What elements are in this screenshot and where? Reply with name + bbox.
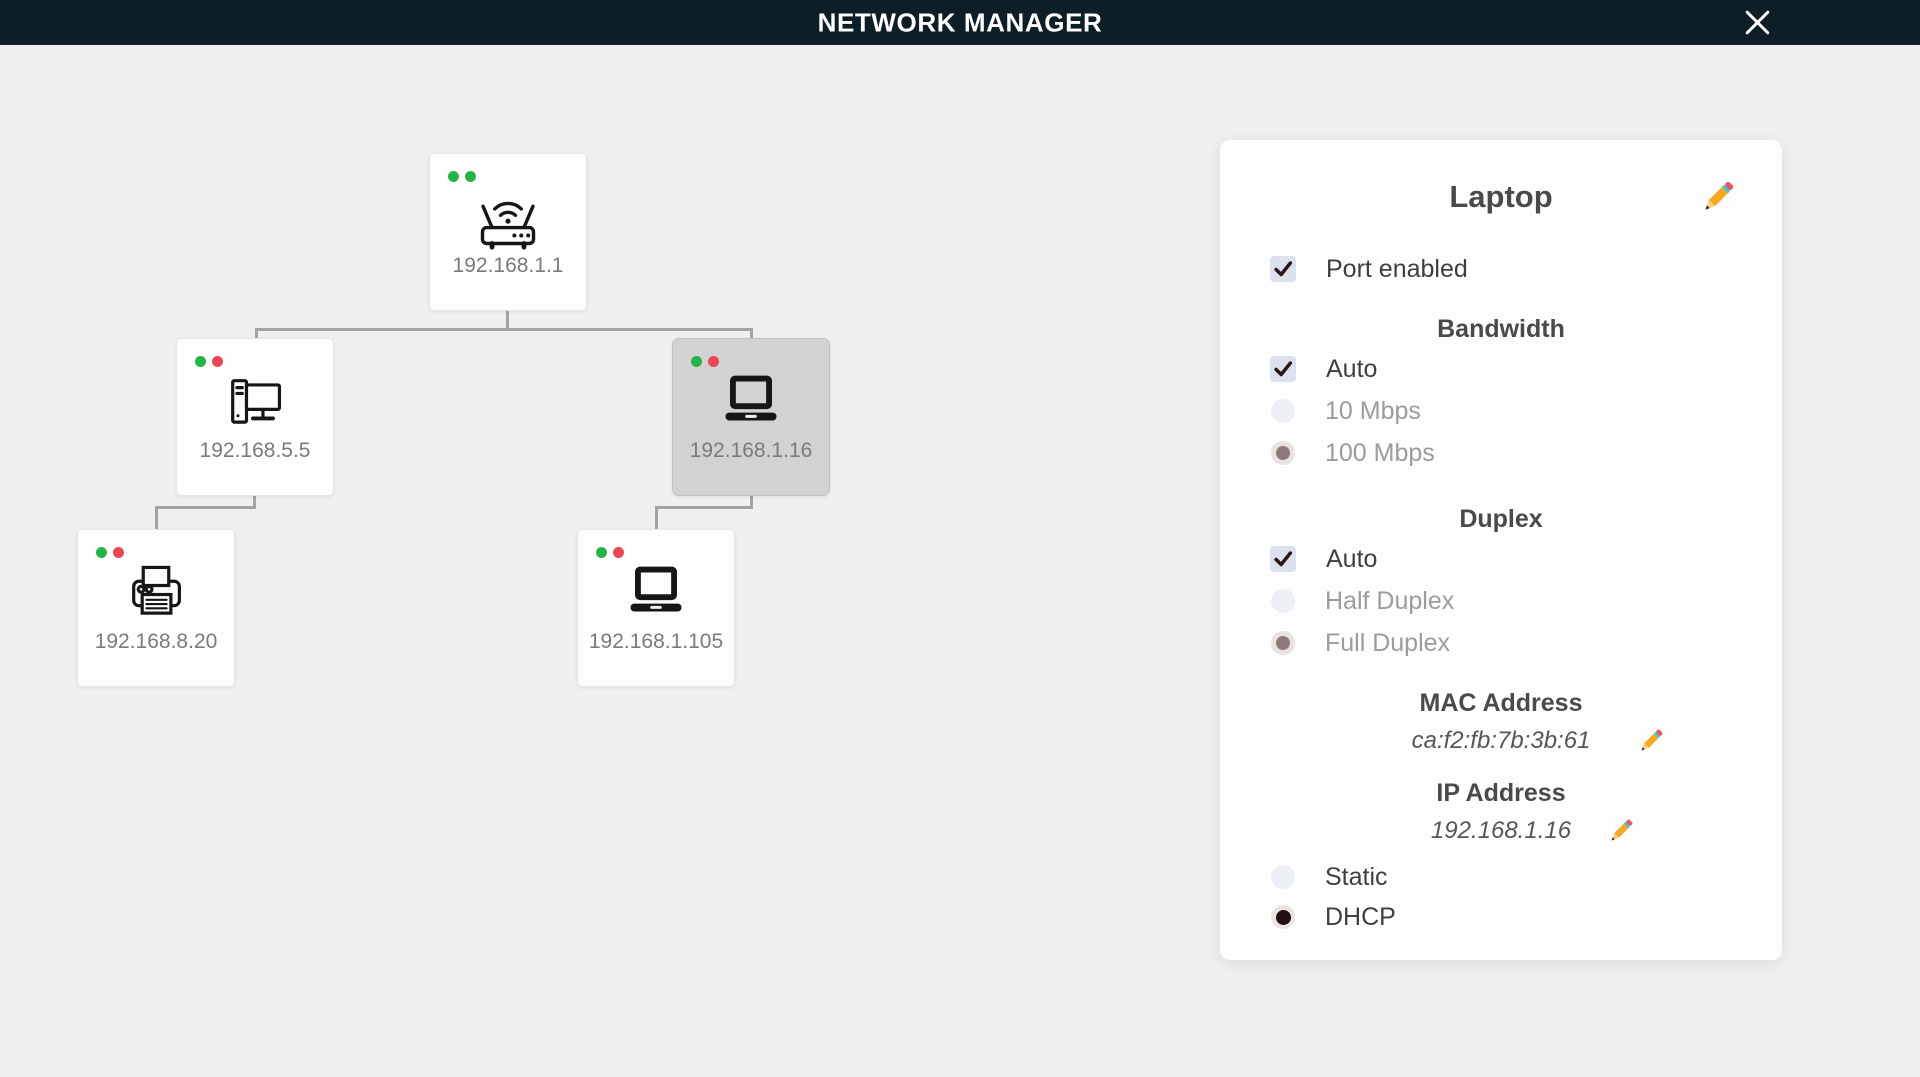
status-dot-red xyxy=(708,356,719,367)
device-detail-panel: Laptop Port enabled Bandwidth Auto 10 Mb… xyxy=(1220,140,1782,960)
connector-line xyxy=(750,328,753,339)
laptop-icon xyxy=(717,369,785,437)
status-dot-green xyxy=(448,171,459,182)
option-label: Full Duplex xyxy=(1325,628,1451,657)
option-label: Half Duplex xyxy=(1325,586,1455,615)
duplex-full-radio[interactable] xyxy=(1271,631,1295,655)
connector-line xyxy=(255,328,258,339)
node-ip: 192.168.1.16 xyxy=(689,439,813,462)
status-dots xyxy=(596,547,624,558)
connector-line xyxy=(655,506,753,509)
option-label: Static xyxy=(1325,862,1388,891)
status-dot-green xyxy=(96,547,107,558)
node-card-laptop-selected[interactable]: 192.168.1.16 xyxy=(672,338,830,496)
duplex-heading: Duplex xyxy=(1459,505,1543,533)
mac-address-heading: MAC Address xyxy=(1419,689,1583,717)
panel-title: Laptop xyxy=(1449,179,1553,214)
bandwidth-auto-checkbox[interactable] xyxy=(1270,356,1296,382)
ip-dhcp-radio[interactable] xyxy=(1271,905,1295,929)
status-dots xyxy=(195,356,223,367)
port-enabled-row: Port enabled xyxy=(1264,252,1738,286)
ip-address-row: 192.168.1.16 xyxy=(1264,814,1738,848)
mac-address-row: ca:f2:fb:7b:3b:61 xyxy=(1264,724,1738,758)
title-bar: NETWORK MANAGER xyxy=(0,0,1920,45)
edit-name-pencil-icon[interactable] xyxy=(1698,177,1738,217)
duplex-auto-checkbox[interactable] xyxy=(1270,546,1296,572)
connector-line xyxy=(155,506,256,509)
status-dot-red xyxy=(113,547,124,558)
node-ip: 192.168.5.5 xyxy=(199,439,311,462)
status-dot-red xyxy=(613,547,624,558)
duplex-option-auto: Auto xyxy=(1264,542,1738,576)
node-ip: 192.168.8.20 xyxy=(94,630,218,653)
ip-address-heading: IP Address xyxy=(1436,779,1566,807)
status-dot-green xyxy=(465,171,476,182)
ip-option-static: Static xyxy=(1264,860,1738,894)
check-icon xyxy=(1274,551,1293,567)
bandwidth-option-auto: Auto xyxy=(1264,352,1738,386)
connector-line xyxy=(155,506,158,530)
bandwidth-100mbps-radio[interactable] xyxy=(1271,441,1295,465)
edit-mac-pencil-icon[interactable] xyxy=(1636,726,1666,756)
ip-option-dhcp: DHCP xyxy=(1264,900,1738,934)
bandwidth-heading: Bandwidth xyxy=(1437,315,1565,343)
edit-ip-pencil-icon[interactable] xyxy=(1606,816,1636,846)
printer-icon xyxy=(132,565,181,615)
node-card-printer[interactable]: 192.168.8.20 xyxy=(77,529,235,687)
bandwidth-10mbps-radio[interactable] xyxy=(1271,399,1295,423)
status-dots xyxy=(96,547,124,558)
status-dot-green xyxy=(195,356,206,367)
port-enabled-checkbox[interactable] xyxy=(1270,256,1296,282)
connector-line xyxy=(255,328,753,331)
status-dot-green xyxy=(596,547,607,558)
desktop-icon xyxy=(230,378,282,425)
connector-line xyxy=(253,496,256,509)
option-label: 100 Mbps xyxy=(1325,438,1435,467)
node-ip: 192.168.1.1 xyxy=(452,254,564,277)
mac-address-value: ca:f2:fb:7b:3b:61 xyxy=(1411,727,1591,754)
bandwidth-option-10mbps: 10 Mbps xyxy=(1264,394,1738,428)
check-icon xyxy=(1274,261,1293,277)
port-enabled-label: Port enabled xyxy=(1326,254,1468,283)
ip-static-radio[interactable] xyxy=(1271,865,1295,889)
app-title: NETWORK MANAGER xyxy=(817,7,1103,37)
router-icon xyxy=(474,184,542,252)
laptop-icon xyxy=(622,560,690,628)
bandwidth-option-100mbps: 100 Mbps xyxy=(1264,436,1738,470)
duplex-option-full: Full Duplex xyxy=(1264,626,1738,660)
status-dot-green xyxy=(691,356,702,367)
node-ip: 192.168.1.105 xyxy=(588,630,724,653)
ip-address-value: 192.168.1.16 xyxy=(1430,817,1572,844)
status-dots xyxy=(691,356,719,367)
node-card-desktop[interactable]: 192.168.5.5 xyxy=(176,338,334,496)
option-label: Auto xyxy=(1326,544,1378,573)
connector-line xyxy=(506,311,509,329)
status-dots xyxy=(448,171,476,182)
connector-line xyxy=(750,496,753,509)
connector-line xyxy=(655,506,658,530)
check-icon xyxy=(1274,361,1293,377)
duplex-half-radio[interactable] xyxy=(1271,589,1295,613)
option-label: 10 Mbps xyxy=(1325,396,1421,425)
node-card-router[interactable]: 192.168.1.1 xyxy=(429,153,587,311)
option-label: DHCP xyxy=(1325,902,1396,931)
option-label: Auto xyxy=(1326,354,1378,383)
status-dot-red xyxy=(212,356,223,367)
duplex-option-half: Half Duplex xyxy=(1264,584,1738,618)
node-card-laptop2[interactable]: 192.168.1.105 xyxy=(577,529,735,687)
close-icon[interactable] xyxy=(1741,6,1774,39)
